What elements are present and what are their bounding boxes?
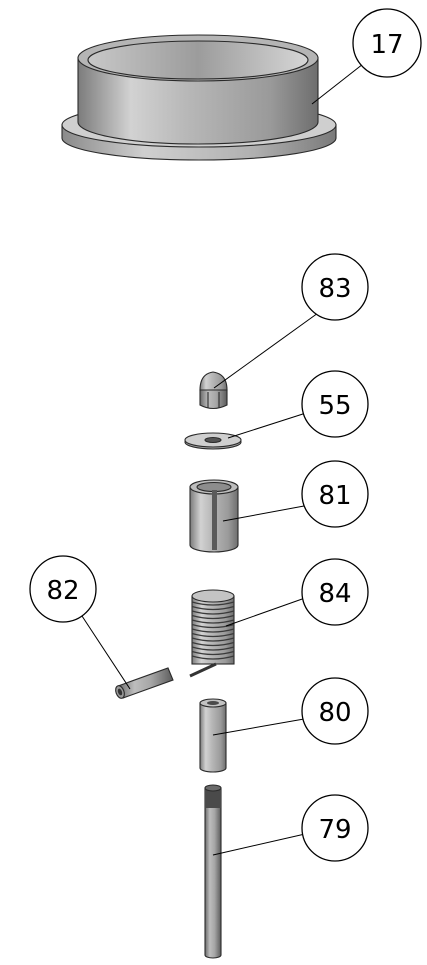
spring-coil: [191, 641, 235, 647]
part-81-slotted-sleeve: [189, 479, 239, 553]
callout-81: 81: [301, 460, 369, 528]
part-83-acorn-nut: [199, 371, 228, 410]
spring-coil: [191, 632, 235, 638]
leader-81: [222, 505, 305, 522]
part-55-washer: [184, 432, 242, 450]
spring-coil: [191, 619, 235, 624]
part-80-bushing: [199, 698, 227, 773]
part-79-shaft: [204, 784, 222, 959]
callout-55: 55: [301, 370, 369, 438]
leader-lines: [81, 63, 364, 856]
leader-79: [212, 833, 306, 856]
callout-label-79: 79: [318, 815, 351, 845]
callout-79: 79: [301, 794, 369, 862]
leader-17: [311, 63, 364, 105]
callout-label-55: 55: [318, 391, 351, 421]
spring-coil: [191, 628, 235, 633]
leader-84: [225, 597, 306, 627]
spring-coil: [191, 655, 235, 660]
callout-80: 80: [301, 677, 369, 745]
part-17-flanged-cup: [61, 34, 337, 161]
part-82-pin: [115, 667, 174, 699]
spring-coil: [191, 601, 235, 606]
callout-84: 84: [301, 558, 369, 626]
callout-82: 82: [29, 555, 97, 623]
spring-coil: [191, 637, 235, 642]
callout-label-82: 82: [46, 576, 79, 606]
callout-label-84: 84: [318, 579, 351, 609]
leader-55: [227, 412, 307, 439]
callout-17: 17: [352, 8, 422, 78]
spring-coil: [191, 650, 235, 656]
spring-coil: [191, 614, 235, 620]
spring-coil: [191, 605, 235, 611]
spring-coil: [191, 610, 235, 615]
spring-coil: [191, 646, 235, 651]
callout-label-83: 83: [318, 274, 351, 304]
leader-83: [213, 312, 319, 389]
callout-label-81: 81: [318, 481, 351, 511]
callout-label-17: 17: [370, 30, 403, 60]
callout-83: 83: [301, 253, 369, 321]
leader-80: [212, 718, 305, 736]
leader-82: [81, 615, 131, 690]
spring-coil: [191, 623, 235, 629]
callout-label-80: 80: [318, 698, 351, 728]
part-84-torsion-spring: [189, 589, 235, 678]
